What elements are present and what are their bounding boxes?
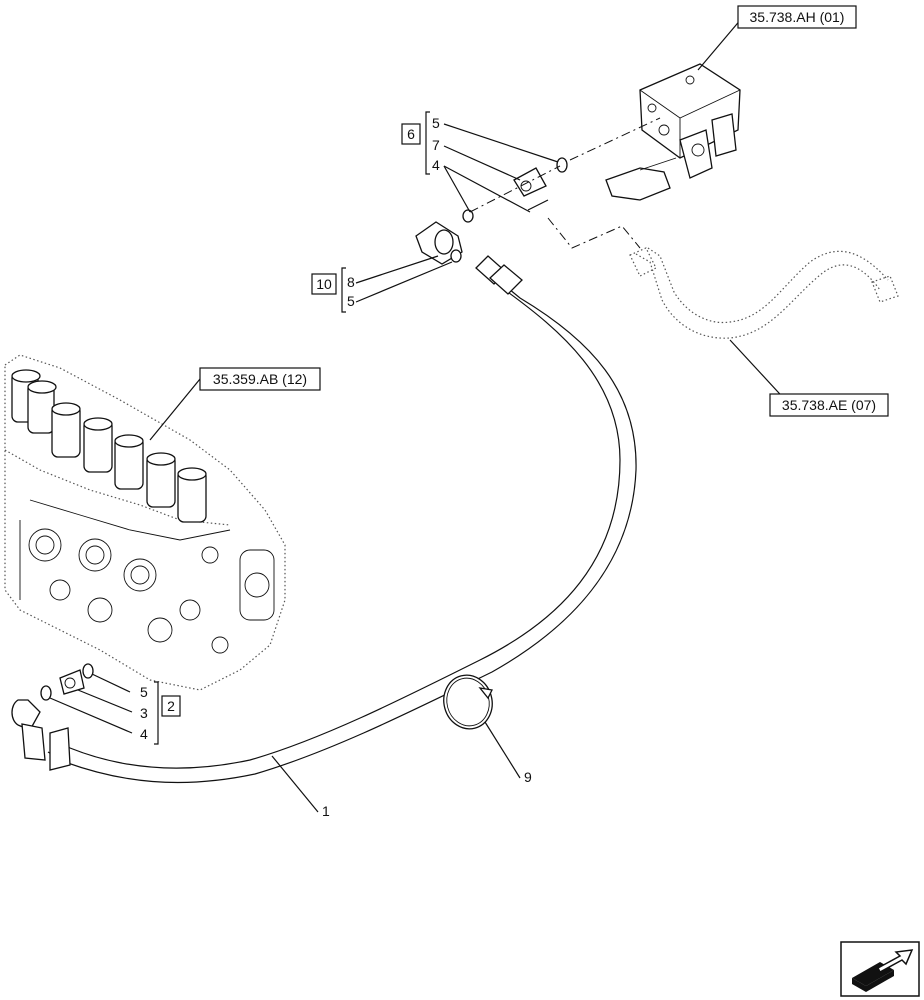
group-10-id: 10 [316, 276, 332, 292]
hose-callout: 1 [322, 803, 330, 819]
group-6-item-5: 5 [432, 115, 440, 131]
solenoid-valve-block [605, 63, 741, 201]
group-2-fittings [40, 663, 133, 734]
ref-35-738-ae[interactable]: 35.738.AE (07) [769, 393, 889, 417]
group-10-callout: 10 8 5 [311, 267, 355, 313]
hose-assembly [11, 255, 637, 784]
ref-top-leader [697, 17, 743, 71]
group-2-id: 2 [167, 698, 175, 714]
assembly-centerlines [469, 117, 661, 249]
group-2-item-4: 4 [140, 726, 148, 742]
group-6-id: 6 [407, 126, 415, 142]
group-6-fittings [443, 123, 568, 213]
hose-clamp [443, 674, 521, 779]
group-2-item-5: 5 [140, 684, 148, 700]
next-page-arrow-icon[interactable] [840, 941, 920, 997]
ref-35-359-ab[interactable]: 35.359.AB (12) [199, 367, 321, 391]
group-6-item-7: 7 [432, 137, 440, 153]
ref-left-leader [149, 378, 201, 441]
group-6-item-4: 4 [432, 157, 440, 173]
group-10-item-5: 5 [347, 293, 355, 309]
ref-left-label: 35.359.AB (12) [213, 371, 307, 387]
hose-leader [271, 755, 319, 813]
ref-35-738-ah[interactable]: 35.738.AH (01) [737, 5, 857, 29]
phantom-hose [629, 247, 899, 339]
group-2-item-3: 3 [140, 705, 148, 721]
group-10-item-8: 8 [347, 274, 355, 290]
ref-right-label: 35.738.AE (07) [782, 397, 876, 413]
control-valve-block [4, 354, 286, 691]
group-10-fittings [355, 209, 474, 303]
group-6-callout: 6 5 7 4 [401, 111, 440, 175]
group-2-callout: 2 5 3 4 [140, 681, 181, 745]
ref-top-label: 35.738.AH (01) [750, 9, 845, 25]
clamp-callout: 9 [524, 769, 532, 785]
